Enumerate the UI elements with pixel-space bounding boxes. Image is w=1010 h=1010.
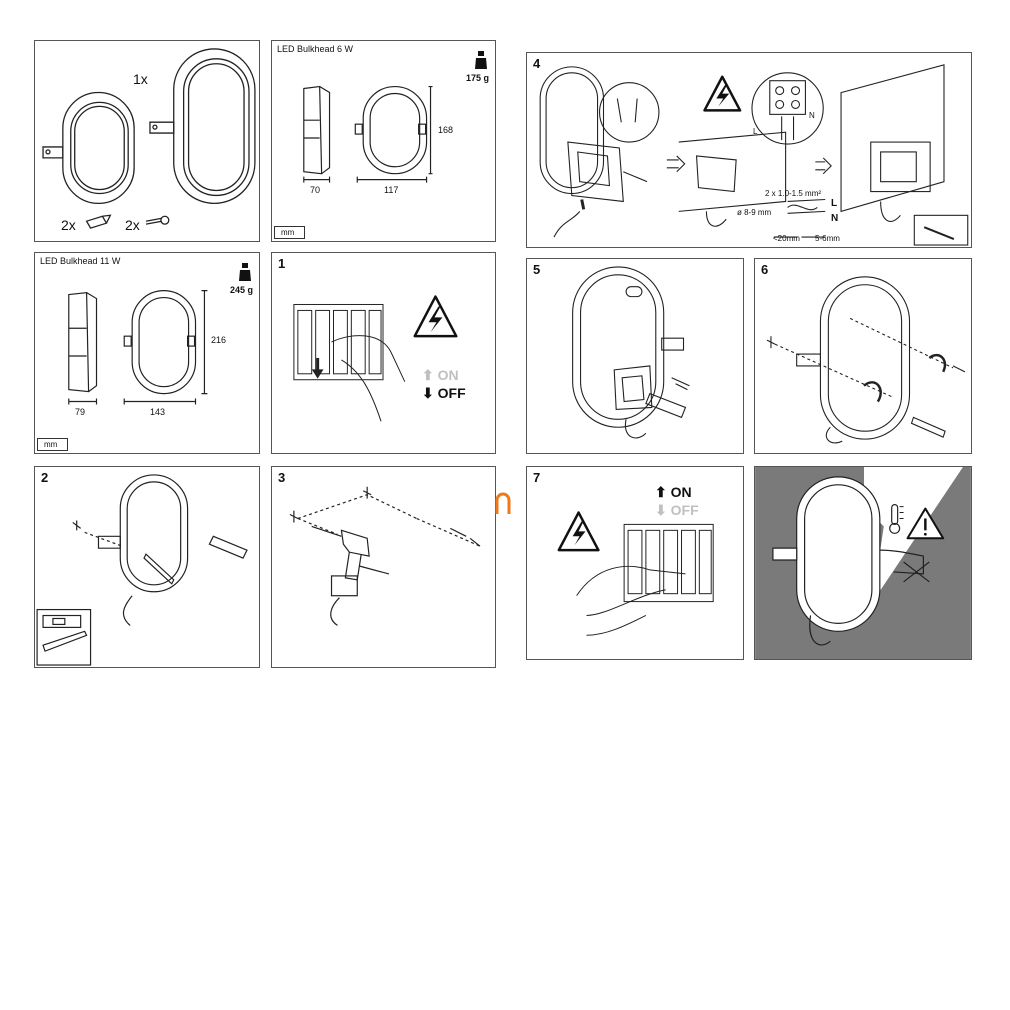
screw-luminaire-illustration: [766, 276, 966, 444]
step-number: 2: [41, 470, 49, 485]
panel-step-7: 7 ⬆ ON ⬇ OFF: [526, 466, 744, 660]
on-off-indicator: ⬆ ON ⬇ OFF: [422, 366, 466, 402]
high-voltage-warning-icon: [703, 75, 742, 112]
breaker-switch-off-illustration: [293, 295, 458, 422]
panel-spec-6w: LED Bulkhead 6 W 175 g 70 117 168 mm: [271, 40, 496, 242]
weight-icon: [239, 263, 251, 281]
dimension-drawing-11w: [68, 290, 208, 405]
unit-label: mm: [37, 438, 69, 451]
weight-value: 175 g: [465, 73, 489, 83]
hot-surface-icon: [889, 504, 904, 534]
label-live: L: [753, 127, 758, 136]
arrow-up-icon: ⬆: [422, 367, 434, 383]
step-number: 5: [533, 262, 541, 277]
dim-height: 216: [211, 335, 227, 345]
panel-step-8: [754, 466, 972, 660]
cable-diameter: ø 8-9 mm: [737, 208, 772, 217]
product-title: LED Bulkhead 11 W: [40, 256, 121, 266]
on-label: ON: [670, 484, 692, 500]
step-number: 4: [533, 56, 541, 71]
on-off-indicator: ⬆ ON ⬇ OFF: [655, 483, 699, 519]
drill-holes-illustration: [289, 486, 481, 626]
dowel-quantity: 2x: [61, 217, 76, 233]
panel-step-5: 5: [526, 258, 744, 454]
dim-width: 117: [384, 185, 399, 195]
wiring-illustration: [539, 64, 969, 246]
off-label: OFF: [437, 385, 466, 401]
panel-step-4: 4: [526, 52, 972, 248]
luminaire-quantity: 1x: [133, 71, 148, 87]
label-neutral: N: [809, 111, 815, 120]
high-voltage-warning-icon: [413, 295, 458, 338]
dimension-drawing-6w: [303, 85, 433, 183]
strip-length-outer: <20mm: [773, 234, 800, 243]
step-number: 1: [278, 256, 286, 271]
high-voltage-warning-icon: [557, 511, 600, 552]
dim-depth: 79: [75, 407, 86, 417]
luminaire-contents-illustration: [42, 48, 256, 229]
orange-arc-mark: [495, 492, 511, 514]
step-number: 7: [533, 470, 541, 485]
panel-step-3: 3: [271, 466, 496, 668]
product-title: LED Bulkhead 6 W: [277, 44, 354, 54]
wire-label-neutral: N: [831, 213, 839, 224]
arrow-down-icon: ⬇: [655, 502, 667, 518]
dim-width: 143: [150, 407, 166, 417]
arrow-up-icon: ⬆: [655, 484, 667, 500]
caution-warning-icon: [906, 507, 945, 540]
breaker-switch-on-illustration: [557, 511, 714, 636]
screw-quantity: 2x: [125, 217, 140, 233]
cable-spec: 2 x 1.0-1.5 mm²: [765, 189, 822, 198]
off-label: OFF: [670, 502, 699, 518]
arrow-down-icon: ⬇: [422, 385, 434, 401]
step-number: 6: [761, 262, 769, 277]
unit-label: mm: [274, 226, 306, 239]
strip-length-inner: 5-6mm: [815, 234, 840, 243]
weight-icon: [475, 51, 487, 69]
weight-value: 245 g: [229, 285, 253, 295]
panel-contents: 1x 2x 2x: [34, 40, 260, 242]
wire-label-live: L: [831, 198, 838, 209]
panel-step-6: 6: [754, 258, 972, 454]
dim-height: 168: [438, 125, 454, 135]
hot-surface-illustration: [755, 467, 971, 659]
step-number: 3: [278, 470, 286, 485]
mark-holes-illustration: [36, 474, 248, 666]
dim-depth: 70: [310, 185, 321, 195]
panel-step-1: 1 ⬆ ON ⬇ OFF: [271, 252, 496, 454]
fit-terminal-cover-illustration: [572, 266, 690, 439]
panel-step-2: 2: [34, 466, 260, 668]
panel-spec-11w: LED Bulkhead 11 W 245 g 79 143 216 mm: [34, 252, 260, 454]
on-label: ON: [437, 367, 459, 383]
